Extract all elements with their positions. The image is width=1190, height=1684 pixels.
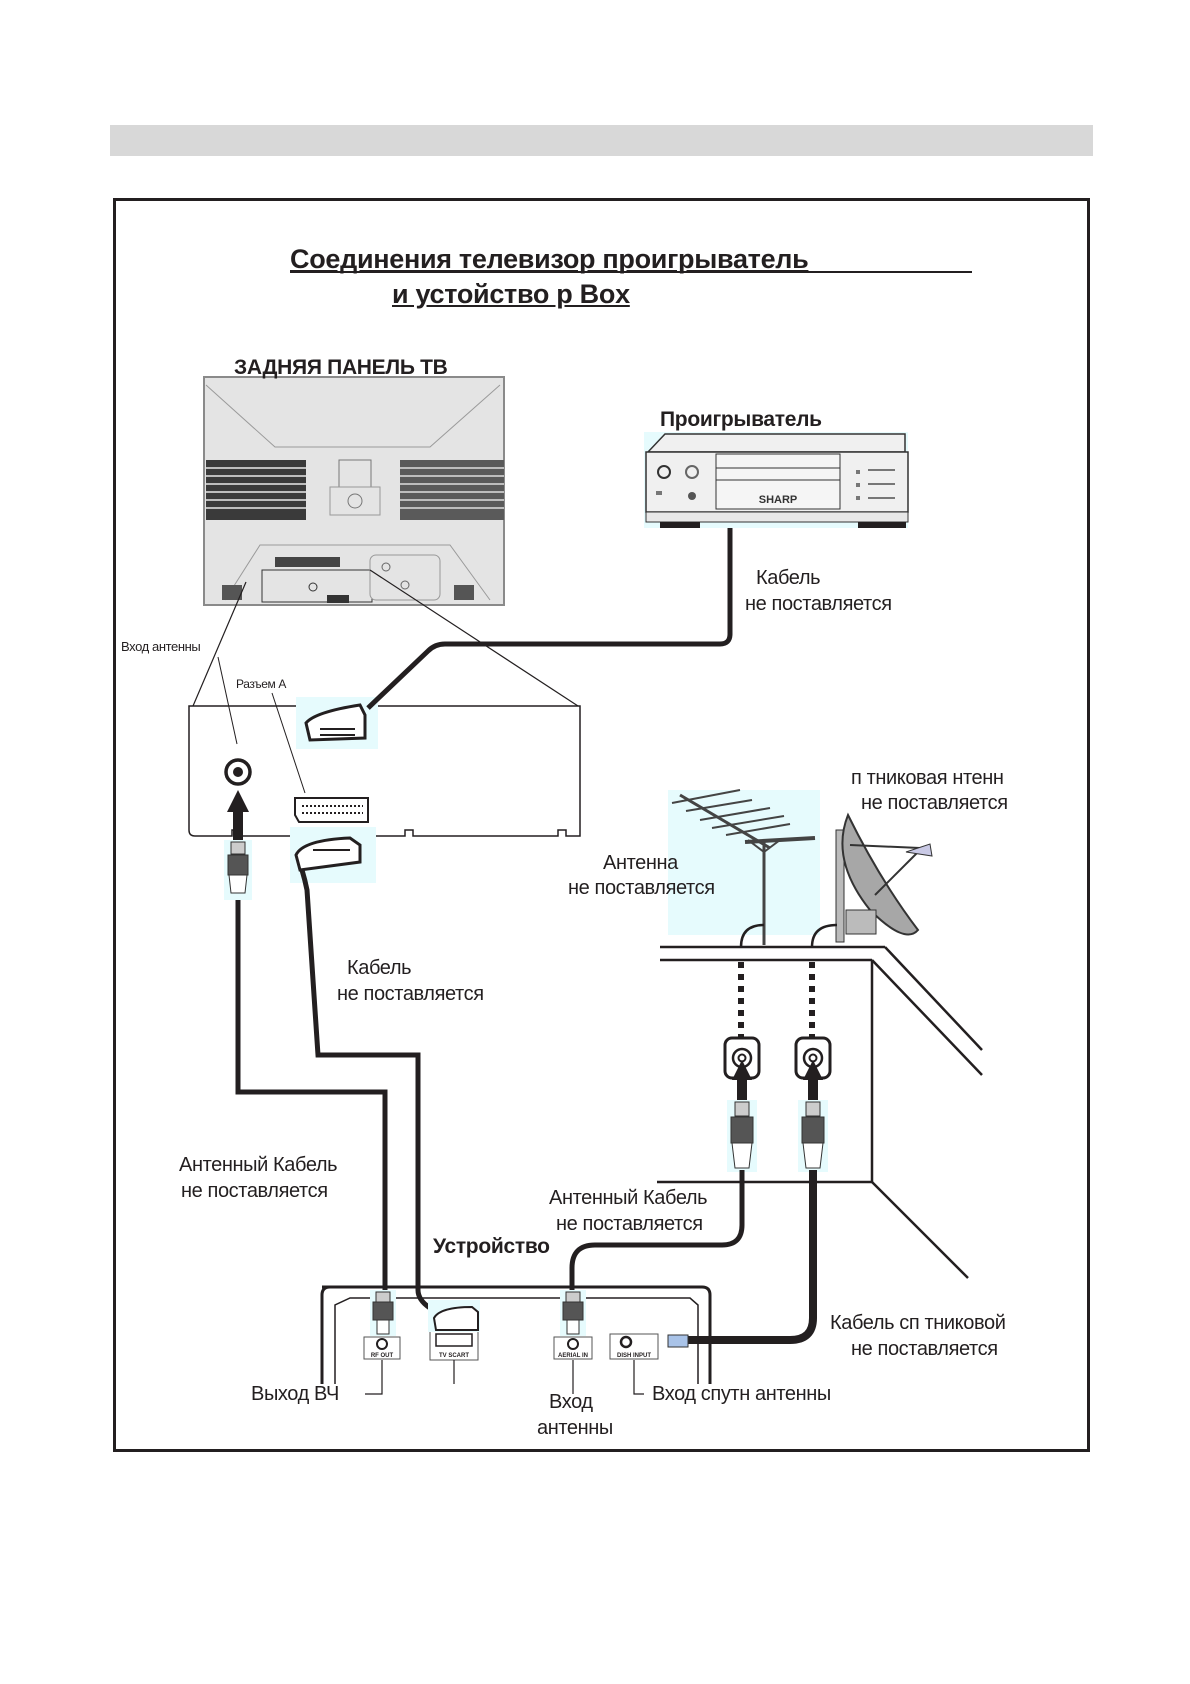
zoom-line-right (369, 569, 579, 707)
wall-socket-terrestrial (723, 1036, 761, 1100)
svg-text:TV SCART: TV SCART (439, 1353, 469, 1359)
scart-cable-note: не поставляется (337, 983, 484, 1005)
satellite-cable-note: не поставляется (851, 1338, 998, 1360)
receiver-device: RF OUT TV SCART AERIAL IN DISH INPUT (320, 1285, 712, 1395)
diagram-title-line2: и устойство р Box (392, 279, 630, 309)
player-cable-label: Кабель (756, 567, 821, 589)
port-aerial-in: AERIAL IN (553, 1336, 593, 1360)
satellite-antenna-label: п тниковая нтенн (851, 767, 1004, 789)
antenna-arrow-up (227, 790, 249, 812)
tv-vent-right (400, 460, 504, 520)
satellite-cable-label: Кабель сп тниковой (830, 1312, 1006, 1334)
tv-back-panel-label: ЗАДНЯЯ ПАНЕЛЬ ТВ (234, 356, 448, 379)
player-brand: SHARP (759, 494, 798, 506)
dish-input-label: Вход спутн антенны (652, 1383, 831, 1405)
svg-text:DISH INPUT: DISH INPUT (617, 1353, 651, 1359)
wall-cables-dotted (738, 962, 815, 1040)
port-tv-scart: TV SCART (429, 1329, 479, 1361)
svg-text:RF OUT: RF OUT (371, 1353, 394, 1359)
tv-antenna-socket (224, 758, 252, 786)
rf-out-label: Выход ВЧ (251, 1383, 339, 1405)
connector-a-pointer (271, 692, 306, 794)
aerial-in-note: антенны (537, 1417, 613, 1439)
scart-cable (299, 869, 432, 1311)
tv-back-panel (203, 376, 505, 606)
aerial-in-label: Вход (549, 1391, 593, 1413)
device-label: Устройство (433, 1235, 550, 1258)
antenna-plug-tv (224, 840, 252, 900)
wall-socket-satellite (794, 1036, 832, 1100)
building-wall (657, 923, 983, 1279)
antenna-cable-right (569, 1170, 745, 1290)
tv-vent-left (206, 460, 306, 520)
player-cable-note: не поставляется (745, 593, 892, 615)
connector-a-label: Разъем А (236, 677, 286, 691)
antenna-note: не поставляется (568, 877, 715, 899)
player-label: Проигрыватель (660, 408, 822, 431)
scart-cable-label: Кабель (347, 957, 412, 979)
antenna-input-pointer (217, 656, 238, 745)
zoom-line-left (192, 581, 247, 707)
tv-barcode (275, 557, 340, 567)
terrestrial-antenna (668, 789, 820, 945)
header-bar (110, 125, 1093, 156)
scart-socket-a (294, 797, 369, 823)
antenna-cable-right-label: Антенный Кабель (549, 1187, 708, 1209)
player-device: SHARP (644, 432, 909, 528)
port-rf-out: RF OUT (363, 1336, 401, 1360)
antenna-plug-terrestrial (727, 1100, 757, 1172)
satellite-antenna-note: не поставляется (861, 792, 1008, 814)
port-dish-input: DISH INPUT (609, 1333, 689, 1360)
antenna-label: Антенна (603, 852, 678, 874)
satellite-dish (835, 812, 933, 943)
diagram-title-line1: Соединения телевизор проигрыватель (290, 244, 809, 274)
player-scart-cable (366, 528, 733, 710)
antenna-cable-left-note: не поставляется (181, 1180, 328, 1202)
antenna-cable-left-label: Антенный Кабель (179, 1154, 338, 1176)
satellite-cable (688, 1170, 817, 1344)
antenna-cable-right-note: не поставляется (556, 1213, 703, 1235)
antenna-cable-left (235, 900, 388, 1290)
diagram-frame (113, 198, 1090, 1452)
antenna-plug-satellite (798, 1100, 828, 1172)
antenna-input-label: Вход антенны (121, 639, 201, 654)
svg-text:AERIAL IN: AERIAL IN (558, 1353, 588, 1359)
tv-panel-enlarged (188, 656, 581, 900)
